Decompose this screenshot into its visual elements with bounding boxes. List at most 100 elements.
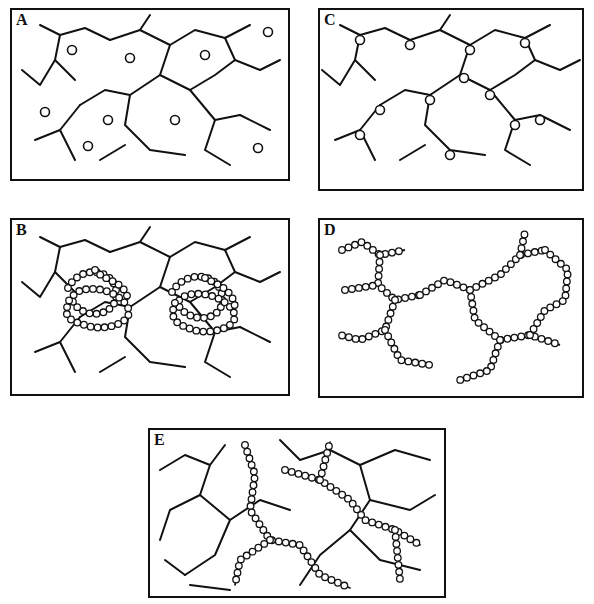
monomer-bead xyxy=(497,337,504,344)
monomer-bead xyxy=(115,321,122,328)
panel-letter: A xyxy=(14,11,30,29)
monomer-bead xyxy=(397,575,404,582)
monomer-bead xyxy=(485,277,492,284)
monomer-bead xyxy=(497,337,504,344)
monomer-bead xyxy=(483,368,490,375)
monomer-bead xyxy=(181,293,188,300)
monomer-bead xyxy=(341,582,348,589)
monomer-bead xyxy=(525,250,532,257)
monomer-bead xyxy=(229,295,236,302)
monomer-bead xyxy=(231,302,238,309)
monomer-bead xyxy=(520,238,527,245)
monomer-bead xyxy=(236,563,243,570)
monomer-bead xyxy=(318,470,325,477)
monomer-bead xyxy=(518,333,525,340)
monomer-bead xyxy=(103,275,110,282)
monomer-bead xyxy=(369,519,376,526)
monomer-bead xyxy=(470,372,477,379)
monomer-bead xyxy=(74,319,81,326)
monomer-bead xyxy=(288,469,295,476)
monomer-bead xyxy=(202,291,209,298)
monomer-bead xyxy=(362,517,369,524)
monomer-bead xyxy=(214,327,221,334)
monomer-bead xyxy=(108,323,115,330)
monomer-bead xyxy=(326,443,333,450)
monomer-bead xyxy=(388,339,395,346)
monomer-bead xyxy=(490,357,497,364)
monomer-bead xyxy=(389,249,396,256)
monomer-bead xyxy=(511,334,518,341)
monomer-bead xyxy=(207,328,214,335)
monomer-bead xyxy=(385,333,392,340)
network-c xyxy=(322,15,580,165)
monomer-bead xyxy=(376,266,383,273)
monomer-bead xyxy=(532,249,539,256)
monomer-bead xyxy=(419,360,426,367)
monomer-bead xyxy=(249,489,256,496)
monomer-bead xyxy=(186,325,193,332)
monomer-bead xyxy=(382,524,389,531)
monomer-bead xyxy=(396,248,403,255)
monomer-bead xyxy=(101,324,108,331)
monomer-bead xyxy=(477,370,484,377)
monomer-bead xyxy=(545,338,552,345)
monomer-bead xyxy=(468,294,475,301)
monomer-bead xyxy=(80,271,87,278)
monomer-bead xyxy=(342,287,349,294)
monomer-bead xyxy=(457,377,464,384)
monomer-bead xyxy=(201,315,208,322)
monomer-bead xyxy=(389,303,396,310)
monomer-bead xyxy=(124,292,131,299)
monomer-bead xyxy=(309,474,316,481)
monomer-bead xyxy=(394,555,401,562)
monomer-bead xyxy=(375,273,382,280)
panel-frame: C xyxy=(318,8,584,191)
monomer-bead xyxy=(469,301,476,308)
monomer-bead xyxy=(202,275,209,282)
monomer-bead xyxy=(412,359,419,366)
monomer-bead xyxy=(242,442,249,449)
monomer-bead xyxy=(467,287,474,294)
monomer-bead xyxy=(518,245,525,252)
monomer-bead xyxy=(172,300,179,307)
monomer-bead xyxy=(375,521,382,528)
monomer-bead xyxy=(413,540,420,547)
monomer-bead xyxy=(322,456,329,463)
monomer-bead xyxy=(473,284,480,291)
panel-letter: C xyxy=(322,11,338,29)
monomer-bead xyxy=(377,252,384,259)
monomer-bead xyxy=(209,293,216,300)
monomer-bead xyxy=(208,278,215,285)
monomer-bead xyxy=(553,301,560,308)
monomer-bead xyxy=(324,450,331,457)
monomer-bead xyxy=(282,467,289,474)
monomer-bead xyxy=(369,283,376,290)
monomer-bead xyxy=(170,306,177,313)
monomer-bead xyxy=(376,259,383,266)
monomer-bead xyxy=(349,286,356,293)
monomer-bead xyxy=(464,374,471,381)
monomer-bead xyxy=(504,335,511,342)
monomer-bead xyxy=(86,310,93,317)
network-d xyxy=(340,232,568,380)
monomer-bead xyxy=(120,286,127,293)
monomer-bead xyxy=(564,278,571,285)
monomer-bead xyxy=(392,534,399,541)
monomer-bead xyxy=(382,327,389,334)
monomer-bead xyxy=(238,556,245,563)
monomer-bead xyxy=(395,562,402,569)
monomer-bead xyxy=(328,577,335,584)
monomer-bead xyxy=(391,345,398,352)
panel-frame: A xyxy=(10,8,290,181)
monomer-bead xyxy=(387,310,394,317)
monomer-bead xyxy=(396,568,403,575)
monomer-bead xyxy=(76,288,83,295)
monomer-bead xyxy=(447,279,454,286)
monomer-bead xyxy=(339,247,346,254)
monomer-bead xyxy=(552,340,559,347)
monomer-bead xyxy=(392,527,399,534)
panel-letter: D xyxy=(322,221,338,239)
monomer-bead xyxy=(521,231,528,238)
